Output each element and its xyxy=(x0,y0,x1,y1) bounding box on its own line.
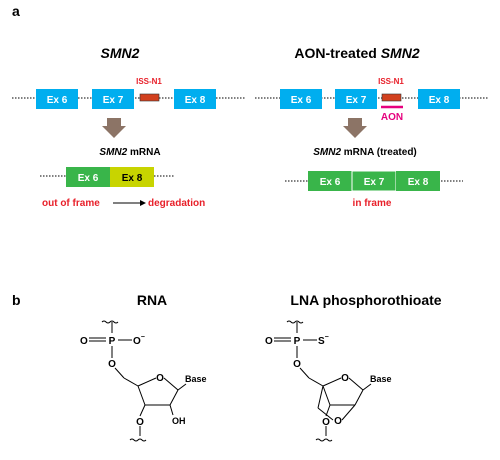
rna-bottom-wavy-bond xyxy=(129,438,147,442)
rna-o-link: O xyxy=(108,359,116,370)
pre-mrna-exon-7 xyxy=(92,89,134,109)
panel-b-label: b xyxy=(12,292,21,308)
lna-ring-o: O xyxy=(341,373,349,384)
lna-s-minus: S− xyxy=(318,334,329,347)
pre-mrna-exon-6-label: Ex 6 xyxy=(47,95,68,106)
treated-pre-mrna-exon-8 xyxy=(418,89,460,109)
rna-o-double: O xyxy=(80,336,88,347)
pre-mrna-exon-7-label: Ex 7 xyxy=(103,95,124,106)
treated-mrna-exon-7-label: Ex 7 xyxy=(364,177,385,188)
panel-a-label: a xyxy=(12,3,20,19)
pre-mrna-exon-8 xyxy=(174,89,216,109)
pre-mrna-exon-8-label: Ex 8 xyxy=(185,95,206,106)
treated-pre-mrna-exon-7 xyxy=(335,89,377,109)
lna-bonds xyxy=(274,320,372,442)
rna-structure: RNA xyxy=(80,292,207,442)
rna-o-minus: O− xyxy=(133,334,145,347)
treated-mrna-exon-8-label: Ex 8 xyxy=(408,177,429,188)
degradation-arrowhead xyxy=(140,200,146,206)
treated-pre-mrna-exon-8-label: Ex 8 xyxy=(429,95,450,106)
treated-pre-mrna-exon-7-label: Ex 7 xyxy=(346,95,367,106)
mrna-exon-6-label: Ex 6 xyxy=(78,173,99,184)
lna-p: P xyxy=(294,336,301,347)
treated-iss-n1-label: ISS-N1 xyxy=(378,77,404,86)
rna-base: Base xyxy=(185,374,207,384)
in-frame-text: in frame xyxy=(353,198,392,209)
treated-pre-mrna-exon-6 xyxy=(280,89,322,109)
rna-top-wavy-bond xyxy=(101,320,119,324)
rna-p: P xyxy=(109,336,116,347)
mrna-exon-6 xyxy=(66,167,110,187)
treated-iss-n1-marker xyxy=(381,93,402,102)
lna-bottom-wavy-bond xyxy=(315,438,333,442)
treated-splicing-arrow xyxy=(343,118,367,138)
smn2-gene-diagram: SMN2 Ex 6 Ex 7 ISS-N1 Ex 8 SMN2 mRNA Ex … xyxy=(12,45,245,209)
lna-top-wavy-bond xyxy=(286,320,304,324)
treated-mrna-exon-6-label: Ex 6 xyxy=(320,177,341,188)
aon-label: AON xyxy=(381,112,403,123)
splicing-arrow xyxy=(102,118,126,138)
mrna-exon-8-label: Ex 8 xyxy=(122,173,143,184)
aon-treated-title: AON-treated SMN2 xyxy=(294,45,419,61)
degradation-text: degradation xyxy=(148,198,205,209)
pre-mrna-exon-6 xyxy=(36,89,78,109)
rna-bonds xyxy=(89,320,187,442)
rna-title: RNA xyxy=(137,292,167,308)
lna-phosphorothioate-structure: LNA phosphorothioate xyxy=(265,292,442,442)
lna-title: LNA phosphorothioate xyxy=(290,292,441,308)
treated-mrna-exon-6 xyxy=(308,171,352,191)
mrna-exon-8 xyxy=(110,167,154,187)
aon-treated-gene-diagram: AON-treated SMN2 Ex 6 Ex 7 ISS-N1 AON Ex… xyxy=(255,45,488,209)
rna-oh: OH xyxy=(172,416,186,426)
treated-mrna-exon-8 xyxy=(396,171,440,191)
smn2-title: SMN2 xyxy=(101,45,140,61)
iss-n1-label: ISS-N1 xyxy=(136,77,162,86)
lna-o-bridge: O xyxy=(334,416,342,427)
rna-o3: O xyxy=(136,417,144,428)
out-of-frame-text: out of frame xyxy=(42,198,100,209)
mrna-title: SMN2 mRNA xyxy=(99,147,160,158)
lna-o-link: O xyxy=(293,359,301,370)
rna-ring-o: O xyxy=(156,373,164,384)
lna-base: Base xyxy=(370,374,392,384)
iss-n1-marker xyxy=(139,93,160,102)
lna-o-double: O xyxy=(265,336,273,347)
treated-pre-mrna-exon-6-label: Ex 6 xyxy=(291,95,312,106)
lna-o3: O xyxy=(322,417,330,428)
treated-mrna-title: SMN2 mRNA (treated) xyxy=(313,147,417,158)
